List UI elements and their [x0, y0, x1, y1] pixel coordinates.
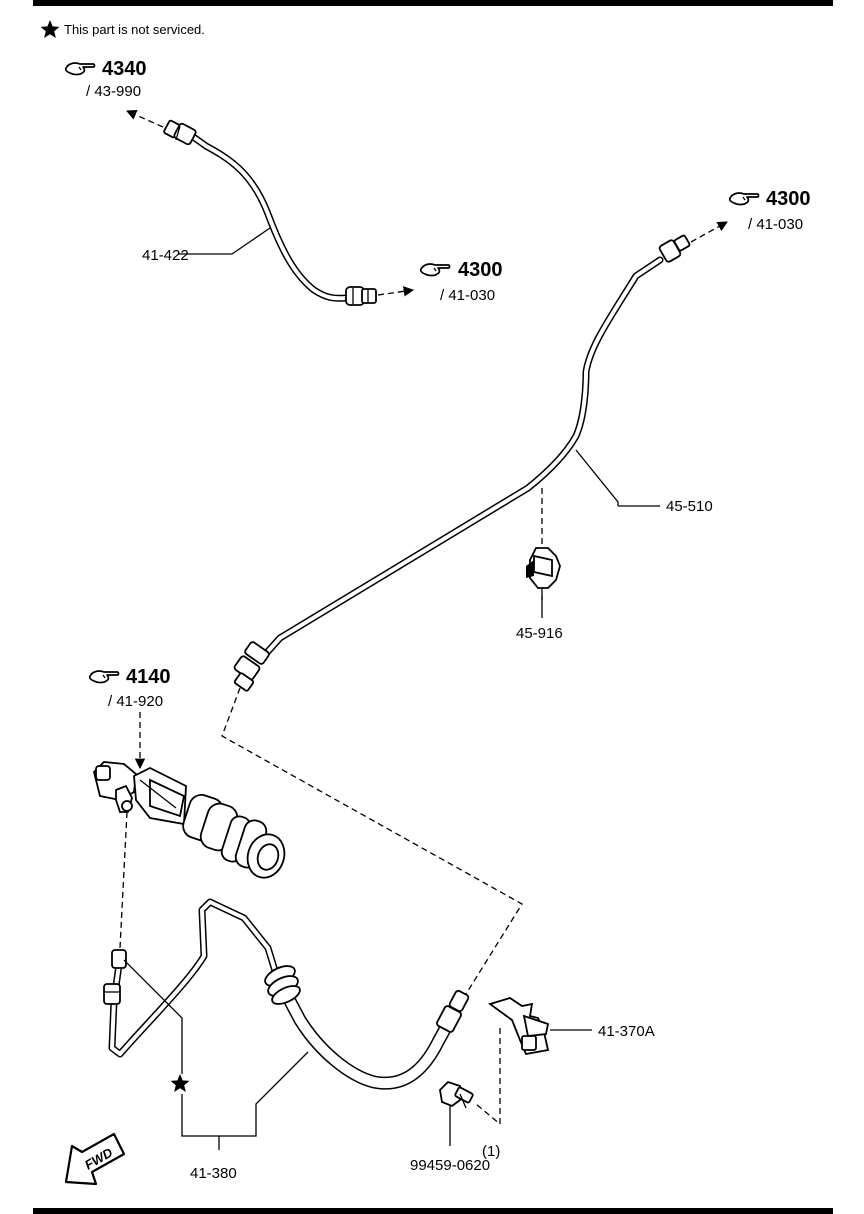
dash-pipe-to-hose [221, 687, 523, 995]
ref-4340-arrow [126, 110, 164, 128]
fitting-end [436, 989, 470, 1033]
pointing-hand-icon [728, 192, 760, 206]
pipe-41-422[interactable] [163, 119, 377, 306]
fitting-end [345, 286, 377, 306]
dash-cylinder-to-hose [119, 811, 128, 949]
ref-4300-b[interactable]: 4300 / 41-030 [728, 188, 811, 233]
pointing-hand-icon [64, 62, 96, 76]
leader-41-380-b [181, 1051, 309, 1137]
bolt-99459-0620[interactable] [439, 1080, 474, 1109]
label-41-380[interactable]: 41-380 [190, 1165, 237, 1182]
hose-41-380[interactable] [103, 898, 470, 1090]
ref-sub: / 41-920 [108, 693, 163, 710]
top-border [33, 0, 833, 6]
label-45-916[interactable]: 45-916 [516, 625, 563, 642]
ref-4300-a[interactable]: 4300 / 41-030 [419, 259, 503, 304]
ref-4340[interactable]: 4340 / 43-990 [64, 58, 147, 100]
ref-4300-a-arrow [377, 286, 415, 297]
fwd-arrow-icon: FWD [64, 1132, 126, 1186]
ref-number: 4300 [458, 259, 503, 281]
label-45-510[interactable]: 45-510 [666, 498, 713, 515]
leader-41-380-a [123, 959, 183, 1074]
ref-sub: / 41-030 [440, 287, 495, 304]
star-icon [170, 1074, 190, 1092]
header-note: This part is not serviced. [40, 20, 205, 38]
leader-45-510 [575, 449, 619, 506]
leader-41-422 [178, 227, 271, 255]
ref-number: 4300 [766, 188, 811, 210]
clip-45-916[interactable] [526, 547, 561, 600]
dash-bracket-to-bolt [475, 1028, 501, 1126]
fitting-end [163, 119, 197, 146]
qty-99459: (1) [482, 1143, 500, 1160]
bottom-border [33, 1208, 833, 1214]
fitting-end [233, 641, 270, 692]
fitting-end [658, 234, 691, 263]
bracket-41-370a[interactable] [488, 997, 550, 1056]
label-41-370a[interactable]: 41-370A [598, 1023, 655, 1040]
ref-sub: / 41-030 [748, 216, 803, 233]
pointing-hand-icon [419, 263, 451, 277]
clutch-release-cylinder[interactable] [93, 761, 290, 882]
label-41-422[interactable]: 41-422 [142, 247, 189, 264]
label-99459-0620[interactable]: 99459-0620 [410, 1157, 490, 1174]
ref-4140[interactable]: 4140 / 41-920 [88, 666, 171, 710]
ref-sub: / 43-990 [86, 83, 141, 100]
ref-4300-b-arrow [690, 221, 728, 243]
note-text: This part is not serviced. [64, 22, 205, 37]
hose-collar [264, 965, 301, 1005]
ref-number: 4340 [102, 58, 147, 80]
pointing-hand-icon [88, 670, 120, 684]
pipe-45-510[interactable] [233, 234, 691, 692]
fitting-end [103, 949, 127, 1005]
ref-number: 4140 [126, 666, 171, 688]
star-icon [40, 20, 60, 38]
